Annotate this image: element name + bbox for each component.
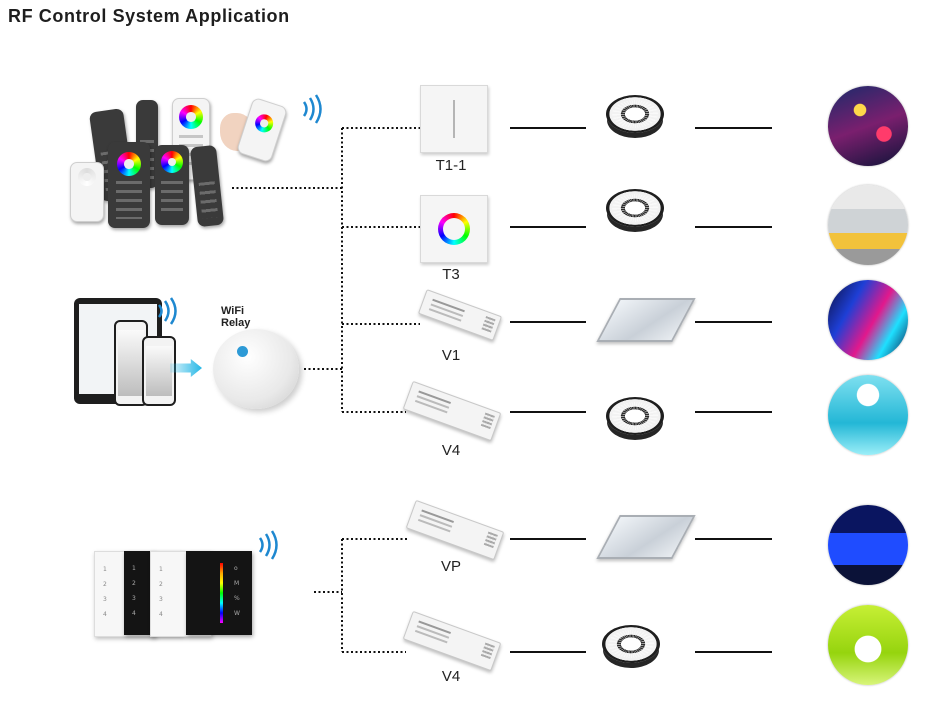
remote-control-icon: [108, 142, 150, 228]
arrow-right-icon: [170, 359, 202, 377]
scene-cyan-lounge-photo: [828, 375, 908, 455]
page-title: RF Control System Application: [8, 6, 290, 26]
led-strip-reel-icon: [602, 625, 660, 663]
wifi-relay-label: WiFi Relay: [221, 305, 251, 329]
wifi-relay-icon: [213, 329, 299, 409]
t3-wall-panel-icon: [420, 195, 488, 263]
controller-label: V1: [441, 347, 461, 364]
led-strip-reel-icon: [606, 189, 664, 227]
scene-blue-building-photo: [828, 505, 908, 585]
controller-label: V4: [441, 668, 461, 685]
scene-city-night-photo: [828, 86, 908, 166]
controller-label: T3: [442, 266, 460, 283]
scene-green-lounge-photo: [828, 605, 908, 685]
controller-label: V4: [441, 442, 461, 459]
remote-control-icon: [70, 162, 104, 222]
wifi-signal-icon: [302, 94, 322, 124]
t1-1-wall-panel-icon: [420, 85, 488, 153]
scene-office-interior-photo: [828, 185, 908, 265]
wifi-signal-icon: [258, 530, 278, 560]
led-strip-reel-icon: [606, 95, 664, 133]
controller-label: T1-1: [435, 157, 467, 174]
remote-control-icon: [155, 145, 189, 225]
controller-label: VP: [440, 558, 461, 575]
led-strip-reel-icon: [606, 397, 664, 435]
scene-neon-stairs-photo: [828, 280, 908, 360]
wifi-signal-icon: [157, 297, 177, 325]
